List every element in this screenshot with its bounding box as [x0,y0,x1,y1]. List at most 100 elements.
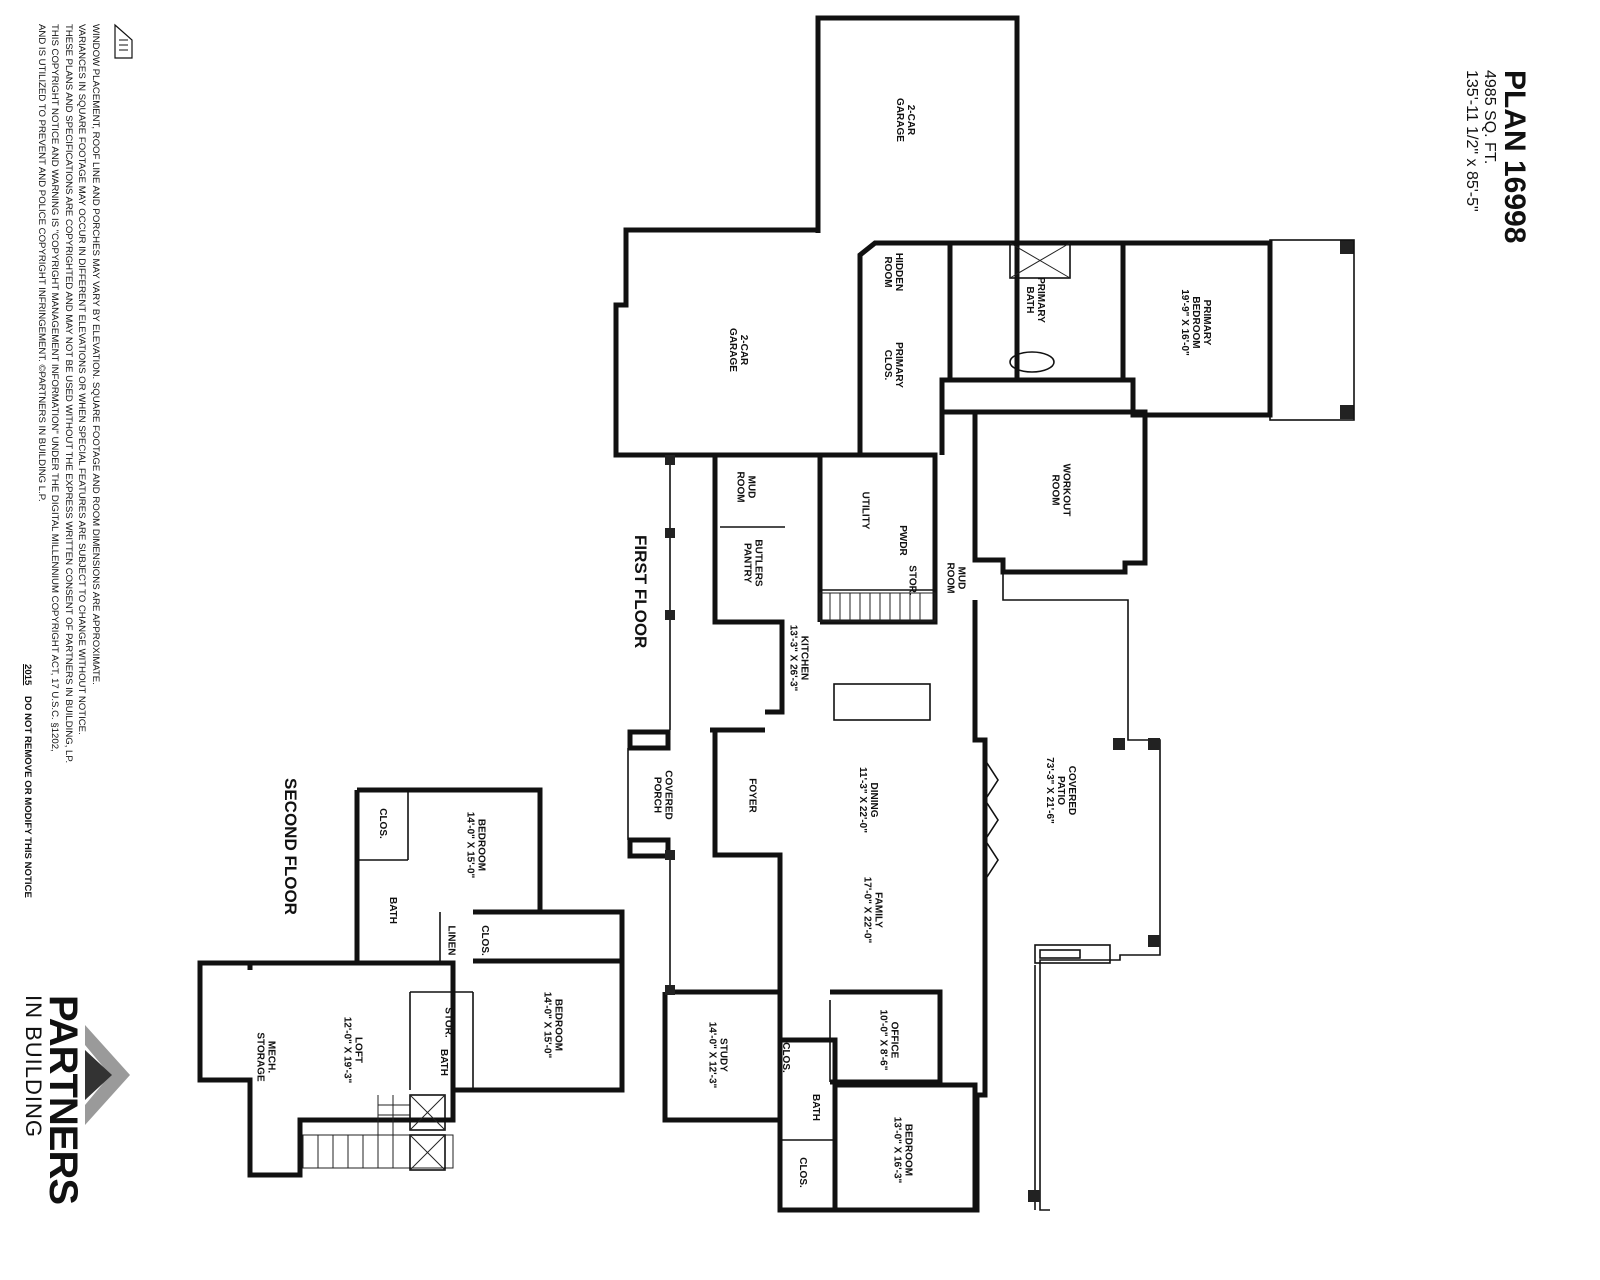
room-label-line: GARAGE [726,328,738,372]
room-label-line: KITCHEN [797,635,809,681]
house-logo-icon [114,23,133,59]
room-label-bath-top: BATH [387,896,398,923]
disclaimer-warning: DO NOT REMOVE OR MODIFY THIS NOTICE [22,696,34,898]
disclaimer-line: WINDOW PLACEMENT, ROOF LINE AND PORCHES … [90,24,101,685]
room-label-utility: UTILITY [859,491,870,529]
room-label-line: STOR. [906,564,918,596]
room-label-line: BATH [386,896,398,924]
room-label-bath-mid: BATH [438,1048,449,1075]
room-label-line: GARAGE [893,98,905,142]
room-label-line: PATIO [1054,775,1066,805]
room-label-clos-study: CLOS. [779,1042,790,1073]
disclaimer-line: VARIANCES IN SQUARE FOOTAGE MAY OCCUR IN… [76,24,88,735]
room-label-line: 17'-0" X 22'-0" [860,876,872,944]
first-floor-heading: FIRST FLOOR [631,535,650,649]
disclaimer-year: 2015 [22,664,34,686]
room-label-line: BEDROOM [901,1123,913,1177]
room-label-linen: LINEN [446,925,457,955]
copyright-disclaimer: WINDOW PLACEMENT, ROOF LINE AND PORCHES … [21,24,102,898]
second-floor-heading: SECOND FLOOR [281,778,300,915]
room-label-line: 14'-0" X 15'-0" [540,991,552,1059]
disclaimer-line: AND IS UTILIZED TO PREVENT AND POLICE CO… [36,24,47,502]
room-label-line: UTILITY [859,491,871,529]
room-label-line: 14'-0" X 12'-3" [705,1021,717,1089]
room-label-line: 14'-0" X 15'-0" [463,811,475,879]
first-floor-walls [613,15,1273,1213]
room-label-mech-storage: MECH.STORAGE [254,1032,276,1081]
room-label-line: BEDROOM [474,818,486,872]
second-floor-walls [197,787,625,1178]
plan-sqft: 4985 SQ. FT. [1481,70,1498,165]
room-label-line: LOFT [351,1036,363,1064]
room-label-pwdr: PWDR [896,525,907,556]
partners-logo-text: PARTNERS IN BUILDING [21,995,85,1204]
disclaimer-line: THIS COPYRIGHT NOTICE AND WARNING IS "CO… [49,24,61,752]
room-label-line: CLOS. [779,1041,791,1073]
room-label-line: BATH [1023,286,1035,314]
room-label-line: CLOS. [796,1156,808,1188]
room-label-line: PRIMARY [1034,277,1046,323]
primary-deck [1269,239,1355,421]
room-label-clos-top: CLOS. [376,808,387,839]
room-label-line: 10'-0" X 8'-6" [876,1009,888,1071]
room-label-line: LINEN [445,925,457,955]
plan-dimensions: 135'-11 1/2" x 85'-5" [1463,70,1480,212]
room-label-line: BATH [809,1093,821,1121]
room-label-line: CLOS. [478,924,490,956]
room-label-line: WORKOUT [1059,463,1071,517]
room-label-line: 13'-3" X 26'-3" [786,624,798,692]
room-label-line: ROOM [1048,474,1060,506]
room-label-line: 2-CAR [737,334,749,366]
room-label-line: BATH [437,1048,449,1076]
room-label-line: 73'-3" X 21'-6" [1043,756,1055,824]
plan-title-block: PLAN 16998 4985 SQ. FT. 135'-11 1/2" x 8… [1462,70,1531,243]
room-label-line: 19'-9" X 16'-0" [1178,288,1190,356]
room-label-line: HIDDEN [893,252,905,292]
room-label-line: OFFICE [887,1021,899,1059]
room-label-line: 2-CAR [904,104,916,136]
room-label-line: FOYER [746,777,758,813]
room-label-line: 12'-0" X 19'-3" [340,1016,352,1084]
room-label-line: PRIMARY [892,342,904,388]
room-label-line: PORCH [651,776,663,814]
disclaimer-notice: 2015 DO NOT REMOVE OR MODIFY THIS NOTICE [21,24,35,898]
room-label-line: ROOM [944,562,956,594]
room-label-line: MUD [745,475,757,499]
room-label-stor: STOR. [907,565,918,595]
room-label-line: ROOM [882,256,894,288]
room-label-line: ROOM [734,471,746,503]
room-label-line: BEDROOM [551,998,563,1052]
room-label-line: COVERED [662,770,674,820]
room-label-bath-first: BATH [810,1093,821,1120]
room-label-line: PWDR [896,524,908,556]
disclaimer-line: THESE PLANS AND SPECIFICATIONS ARE COPYR… [63,24,74,764]
room-label-clos-first: CLOS. [796,1157,807,1188]
partners-logo-chevrons [85,1025,130,1125]
room-label-line: BUTLERS [752,539,764,587]
room-label-line: MECH. [265,1040,277,1074]
room-label-line: 13'-0" X 16'-3" [890,1116,902,1184]
room-label-line: STORAGE [254,1032,266,1082]
room-label-line: STOR. [442,1006,454,1038]
room-label-foyer: FOYER [747,778,758,812]
room-label-line: DINING [867,782,879,818]
room-label-line: PANTRY [741,542,753,583]
